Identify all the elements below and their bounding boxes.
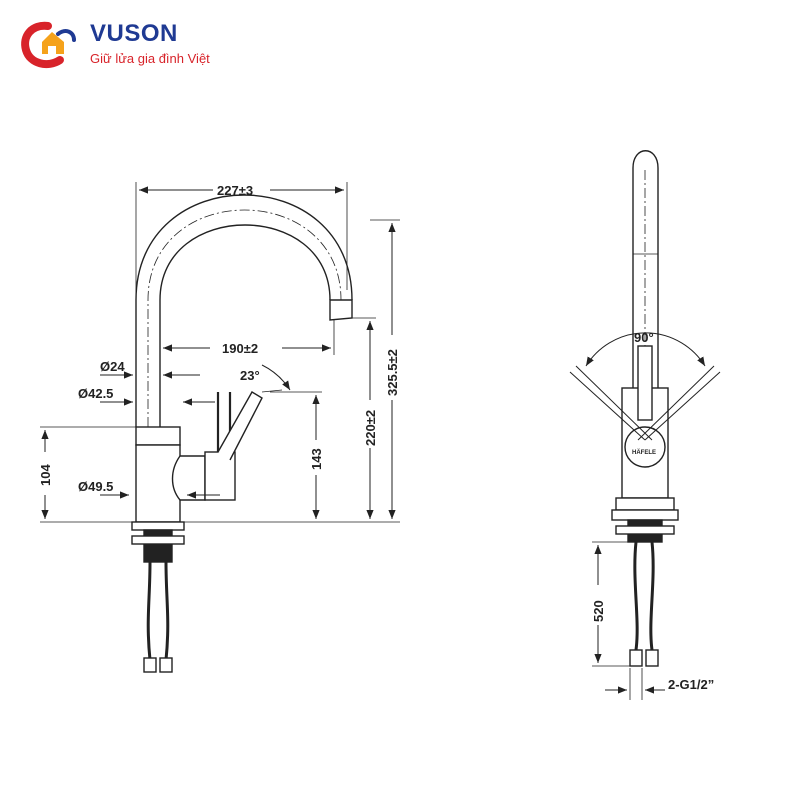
side-hose-right bbox=[649, 541, 655, 651]
side-hose-left bbox=[633, 541, 639, 651]
dim-lever-angle: 23° bbox=[240, 368, 260, 383]
dim-collar-diameter: Ø42.5 bbox=[78, 386, 113, 401]
side-fitting-left bbox=[629, 649, 643, 667]
hose-fitting-left bbox=[143, 657, 157, 673]
side-base-plate bbox=[615, 497, 675, 511]
dim-spout-height: 220±2 bbox=[363, 410, 378, 446]
swivel-left bbox=[569, 371, 646, 441]
spout-tip bbox=[329, 299, 353, 321]
swivel-right-2 bbox=[637, 365, 715, 441]
mixer-knob bbox=[171, 455, 206, 501]
base-plate bbox=[131, 521, 185, 531]
spout-outer bbox=[135, 194, 353, 427]
front-view bbox=[131, 194, 353, 673]
side-base-washer bbox=[615, 525, 675, 535]
vuson-logo-icon bbox=[21, 21, 76, 69]
hose-left bbox=[146, 561, 152, 661]
side-fitting-right bbox=[645, 649, 659, 667]
collar bbox=[135, 426, 181, 446]
brand-slogan: Giữ lửa gia đình Việt bbox=[90, 51, 210, 66]
dim-body-height: 104 bbox=[38, 464, 53, 486]
dim-connection: 2-G1/2” bbox=[668, 677, 714, 692]
side-handle-circle bbox=[624, 426, 666, 468]
side-view bbox=[569, 150, 721, 667]
spout-inner bbox=[159, 224, 331, 427]
dim-pipe-diameter: Ø24 bbox=[100, 359, 125, 374]
dim-lever-height: 143 bbox=[309, 448, 324, 470]
dim-total-height: 325.5±2 bbox=[385, 349, 400, 396]
side-spout bbox=[632, 150, 659, 388]
brand-logo: VUSON Giữ lửa gia đình Việt bbox=[14, 16, 234, 76]
dim-spout-reach: 190±2 bbox=[222, 341, 258, 356]
hose-fitting-right bbox=[159, 657, 173, 673]
hose-right bbox=[164, 561, 170, 661]
side-base-ring bbox=[611, 509, 679, 521]
front-dimensions bbox=[40, 182, 400, 523]
side-lever bbox=[637, 345, 653, 421]
side-dimensions bbox=[585, 332, 706, 700]
base-washer bbox=[131, 535, 185, 545]
base-nut bbox=[143, 529, 173, 563]
dim-width-total: 227±3 bbox=[217, 183, 253, 198]
spout-centerline bbox=[147, 209, 342, 427]
dim-swivel-angle: 90° bbox=[634, 330, 654, 345]
side-brand-mark: HÄFELE bbox=[632, 449, 656, 456]
swivel-left-2 bbox=[575, 365, 653, 441]
lever-angled bbox=[217, 391, 263, 461]
dim-base-diameter: Ø49.5 bbox=[78, 479, 113, 494]
swivel-right bbox=[644, 371, 721, 441]
brand-name: VUSON bbox=[90, 20, 178, 47]
dim-hose-length: 520 bbox=[591, 600, 606, 622]
